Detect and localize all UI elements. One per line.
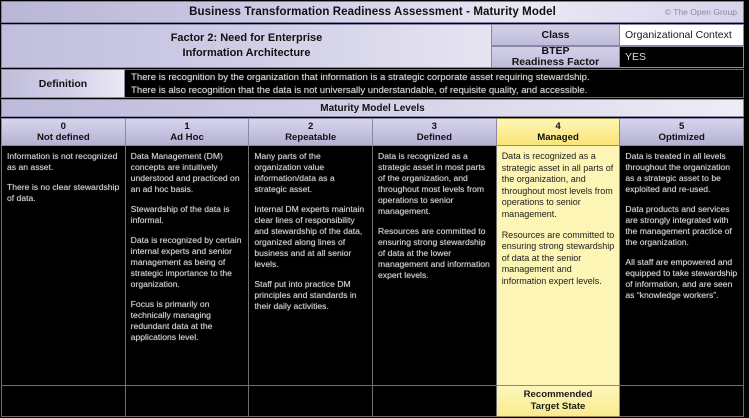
level-name-4: Managed (537, 132, 579, 143)
target-state-line1: Recommended (523, 389, 593, 400)
level-name-5: Optimized (658, 132, 705, 143)
definition-line1: There is recognition by the organization… (131, 72, 590, 83)
paragraph: Data is recognized as a strategic asset … (501, 151, 614, 219)
paragraph: Data is treated in all levels throughout… (625, 151, 730, 194)
level-number-1: 1 (184, 120, 190, 132)
factor-row: Factor 2: Need for Enterprise Informatio… (1, 24, 744, 68)
paragraph: Staff put into practice DM principles an… (254, 279, 357, 311)
level-description-3: Data is recognized as a strategic asset … (373, 146, 497, 386)
level-number-3: 3 (431, 120, 438, 132)
target-state-cell-5 (620, 386, 745, 417)
level-name-3: Defined (416, 132, 452, 143)
paragraph: Data Management (DM) concepts are intuit… (130, 151, 240, 194)
btep-row: BTEP Readiness Factor YES (492, 46, 744, 68)
factor-attributes: Class Organizational Context BTEP Readin… (492, 24, 744, 68)
class-value: Organizational Context (620, 24, 744, 46)
paragraph: All staff are empowered and equipped to … (625, 257, 738, 300)
level-header-1[interactable]: 1 Ad Hoc (125, 118, 250, 146)
level-header-3[interactable]: 3 Defined (373, 118, 497, 146)
paragraph: Many parts of the organization value inf… (254, 151, 335, 194)
paragraph: Focus is primarily on technically managi… (130, 299, 213, 342)
definition-value: There is recognition by the organization… (125, 69, 744, 98)
level-name-0: Not defined (36, 132, 90, 143)
level-description-row: Information is not recognized as an asse… (1, 146, 745, 386)
level-name-2: Repeatable (285, 132, 337, 143)
recommended-target-state-badge: Recommended Target State (496, 386, 621, 417)
level-number-2: 2 (308, 120, 314, 132)
paragraph: Internal DM experts maintain clear lines… (254, 204, 365, 269)
level-header-0[interactable]: 0 Not defined (1, 118, 126, 146)
class-row: Class Organizational Context (492, 24, 744, 46)
target-state-cell-2 (249, 386, 374, 417)
btep-value: YES (620, 46, 744, 68)
target-state-cell-3 (373, 386, 497, 417)
level-number-0: 0 (60, 120, 66, 132)
paragraph: Stewardship of the data is informal. (130, 204, 230, 225)
maturity-levels-banner: Maturity Model Levels (1, 99, 744, 117)
level-header-row: 0 Not defined 1 Ad Hoc 2 Repeatable 3 De… (1, 118, 745, 146)
level-name-1: Ad Hoc (170, 132, 204, 143)
level-number-4: 4 (555, 120, 561, 132)
level-description-5: Data is treated in all levels throughout… (620, 146, 745, 386)
paragraph: Data is recognized by certain internal e… (130, 235, 242, 289)
level-header-4[interactable]: 4 Managed (496, 118, 621, 146)
definition-row: Definition There is recognition by the o… (1, 69, 744, 98)
btep-label-line2: Readiness Factor (511, 56, 600, 68)
title-bar: Business Transformation Readiness Assess… (1, 1, 744, 23)
level-description-2: Many parts of the organization value inf… (249, 146, 374, 386)
definition-line2: There is also recognition that the data … (131, 84, 588, 96)
definition-label: Definition (1, 69, 125, 98)
btep-label-line1: BTEP (541, 45, 570, 57)
target-state-row: Recommended Target State (1, 386, 745, 417)
target-state-cell-0 (1, 386, 126, 417)
paragraph: There is no clear stewardship of data. (7, 182, 120, 203)
level-description-0: Information is not recognized as an asse… (1, 146, 126, 386)
level-header-2[interactable]: 2 Repeatable (249, 118, 374, 146)
copyright-label: © The Open Group (664, 7, 737, 17)
level-description-1: Data Management (DM) concepts are intuit… (125, 146, 250, 386)
factor-name-cell: Factor 2: Need for Enterprise Informatio… (1, 24, 492, 68)
level-number-5: 5 (679, 120, 685, 132)
target-state-cell-1 (125, 386, 250, 417)
factor-name-line2: Information Architecture (182, 47, 311, 59)
btep-label: BTEP Readiness Factor (492, 46, 620, 68)
level-description-4: Data is recognized as a strategic asset … (496, 146, 621, 386)
paragraph: Data products and services are strongly … (625, 204, 732, 247)
level-header-5[interactable]: 5 Optimized (620, 118, 745, 146)
target-state-line2: Target State (530, 401, 586, 412)
paragraph: Data is recognized as a strategic asset … (378, 151, 486, 216)
class-label: Class (492, 24, 620, 46)
page-title: Business Transformation Readiness Assess… (189, 6, 556, 18)
paragraph: Information is not recognized as an asse… (7, 151, 118, 172)
factor-name-line1: Factor 2: Need for Enterprise (170, 32, 323, 44)
paragraph: Resources are committed to ensuring stro… (501, 229, 615, 286)
paragraph: Resources are committed to ensuring stro… (378, 226, 490, 280)
